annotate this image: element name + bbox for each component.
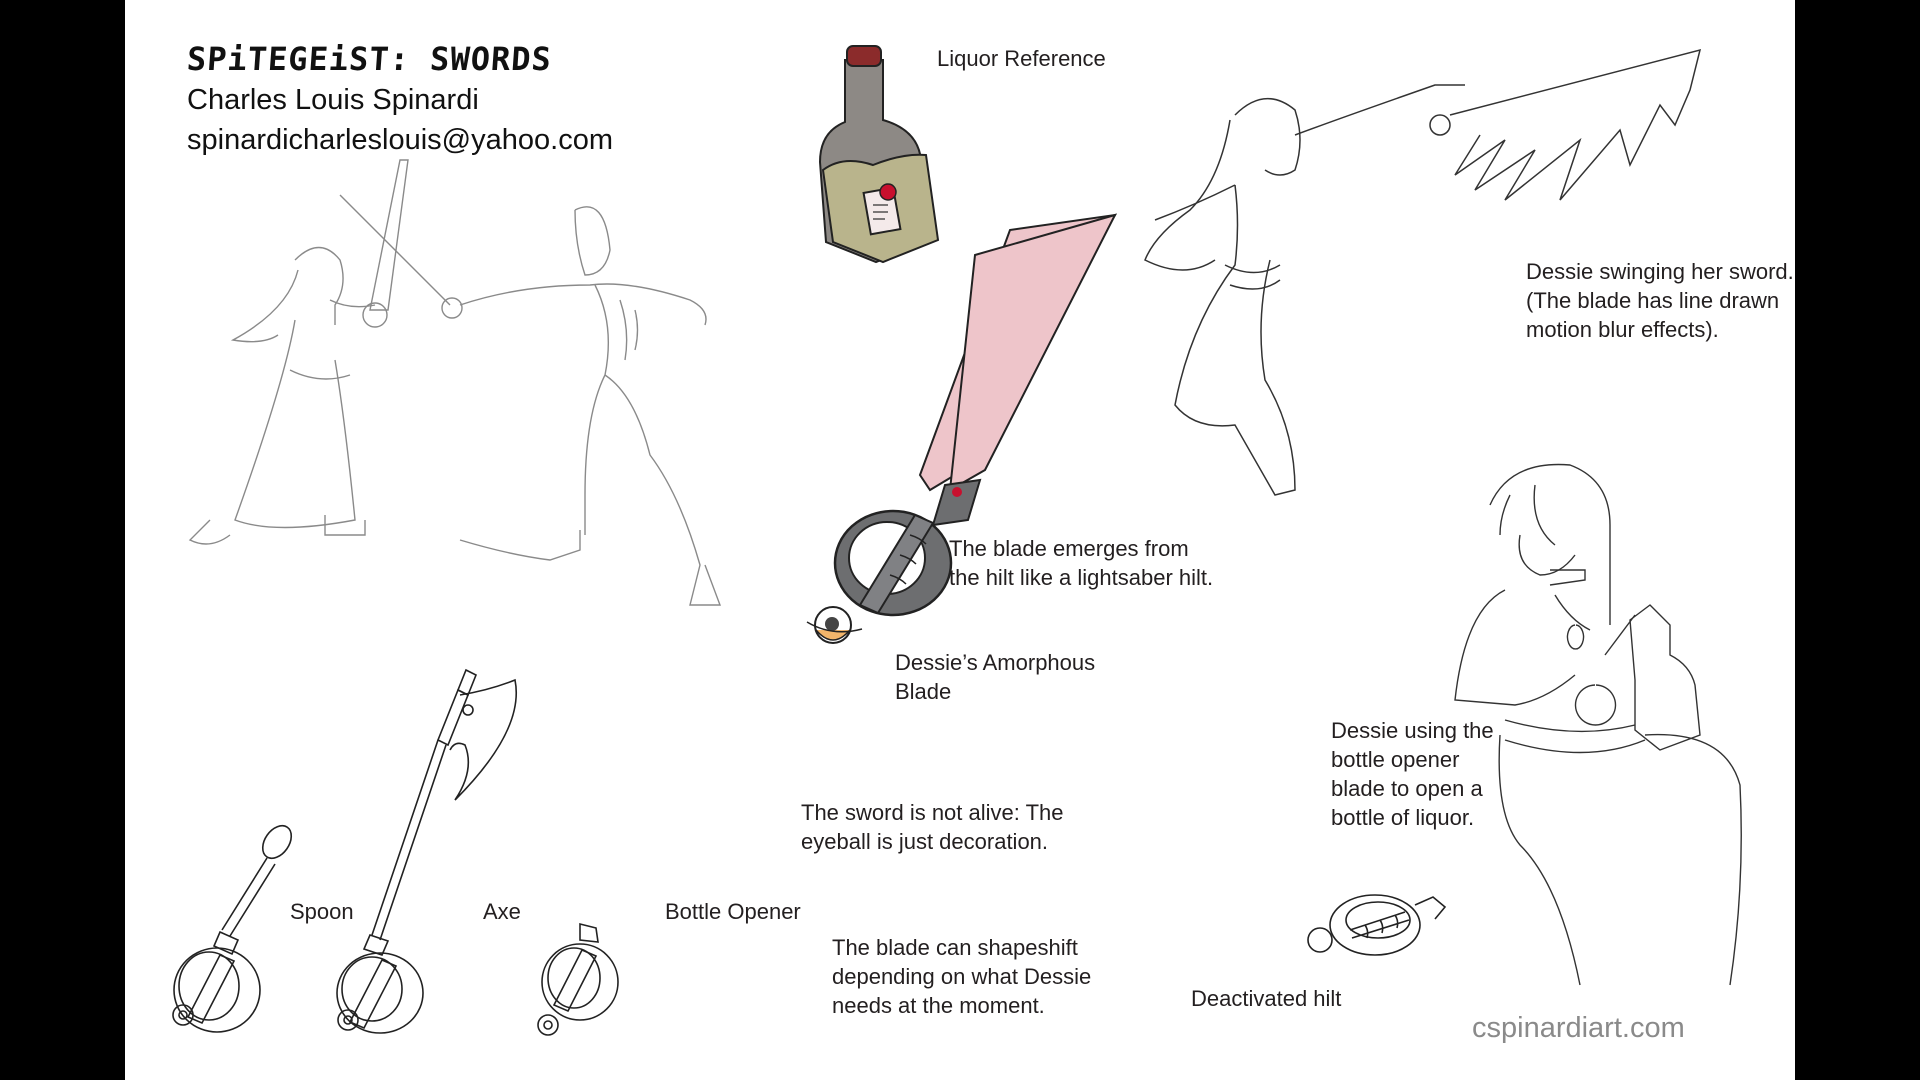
caption-hilt-emerges: The blade emerges from the hilt like a l… (949, 536, 1214, 590)
spoon-variant-illustration (172, 824, 293, 1033)
amorphous-blade-illustration (806, 213, 1117, 644)
caption-not-alive: The sword is not alive: The eyeball is j… (801, 800, 1064, 854)
dessie-swinging-illustration (1144, 48, 1702, 496)
deactivated-hilt-illustration (1307, 894, 1447, 956)
author-email[interactable]: spinardicharleslouis@yahoo.com (187, 124, 613, 156)
dessie-opening-bottle-illustration (1454, 463, 1742, 986)
concept-art-sheet: SPiTEGEiST: SWORDS Charles Louis Spinard… (125, 0, 1795, 1080)
variant-label-axe: Axe (483, 899, 521, 924)
caption-liquor-reference: Liquor Reference (937, 46, 1106, 71)
variant-label-spoon: Spoon (290, 899, 354, 924)
variant-label-bottle-opener: Bottle Opener (665, 899, 801, 924)
sheet-title: SPiTEGEiST: SWORDS (185, 40, 554, 78)
liquor-bottle-illustration (818, 45, 940, 264)
caption-amorphous-blade: Dessie’s Amorphous Blade (895, 650, 1096, 704)
caption-swinging: Dessie swinging her sword. (The blade ha… (1526, 259, 1794, 342)
axe-variant-illustration (336, 668, 517, 1034)
caption-deactivated-hilt: Deactivated hilt (1191, 986, 1342, 1011)
author-name: Charles Louis Spinardi (187, 84, 479, 116)
caption-shapeshift: The blade can shapeshift depending on wh… (832, 935, 1092, 1018)
caption-bottle-opener-use: Dessie using the bottle opener blade to … (1331, 718, 1494, 830)
bottle-opener-variant-illustration (537, 922, 619, 1036)
fencing-duel-illustration (188, 159, 722, 606)
website-url[interactable]: cspinardiart.com (1472, 1012, 1685, 1044)
